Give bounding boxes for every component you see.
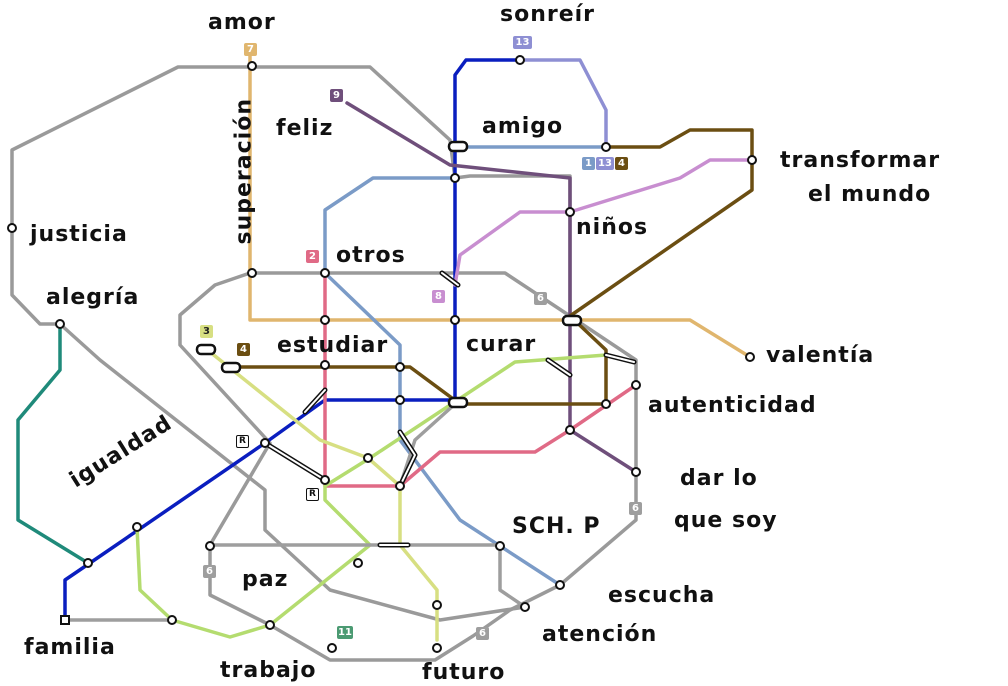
station-familia-e[interactable] <box>167 615 177 625</box>
line-1 <box>323 145 608 587</box>
label-valentia: valentía <box>766 343 875 368</box>
label-autenticidad: autenticidad <box>648 393 817 418</box>
line-badge-11: 11 <box>337 626 353 639</box>
line-badge-r1: R <box>236 435 249 448</box>
station-trabajo[interactable] <box>327 643 337 653</box>
line-badge-7: 7 <box>244 43 257 56</box>
line-gray-left <box>10 226 527 622</box>
line-13 <box>518 58 608 148</box>
station-escucha[interactable] <box>555 580 565 590</box>
station-feliz-junction[interactable] <box>450 173 460 183</box>
station-otros[interactable] <box>320 268 330 278</box>
station-sonreir[interactable] <box>515 55 525 65</box>
station-futuro[interactable] <box>432 643 442 653</box>
line-badge-9: 9 <box>330 89 343 102</box>
label-sch-p: SCH. P <box>512 514 601 539</box>
station-igualdad[interactable] <box>132 522 142 532</box>
line-badge-8: 8 <box>432 290 445 303</box>
label-que-soy: que soy <box>674 508 778 533</box>
line-gray-outer <box>10 65 638 662</box>
label-superacion: superación <box>231 98 257 245</box>
line-badge-4b: 4 <box>237 343 250 356</box>
label-dar-lo: dar lo <box>680 466 758 491</box>
label-sonreir: sonreír <box>500 2 596 27</box>
station-dar-lo[interactable] <box>631 467 641 477</box>
station-ninos-south[interactable] <box>565 425 575 435</box>
line-9 <box>345 101 638 474</box>
interchange-curar[interactable] <box>561 314 583 327</box>
line-badge-6b: 6 <box>629 502 642 515</box>
label-el-mundo: el mundo <box>808 182 932 207</box>
interchange-estudiar[interactable] <box>447 396 469 409</box>
label-futuro: futuro <box>422 660 506 685</box>
line-2 <box>323 271 638 488</box>
station-justicia[interactable] <box>7 223 17 233</box>
interchange-3[interactable] <box>195 343 217 356</box>
label-alegria: alegría <box>46 285 140 310</box>
line-badge-6d: 6 <box>476 627 489 640</box>
station-familia[interactable] <box>60 615 70 625</box>
station-autenticidad[interactable] <box>601 399 611 409</box>
station-igualdad-r[interactable] <box>260 438 270 448</box>
station-paz-w[interactable] <box>205 541 215 551</box>
station-amor[interactable] <box>247 61 257 71</box>
label-trabajo: trabajo <box>220 658 317 683</box>
line-badge-1: 1 <box>582 157 595 170</box>
station-paz-mid[interactable] <box>353 558 363 568</box>
interchange-4[interactable] <box>220 361 242 374</box>
label-feliz: feliz <box>276 116 334 141</box>
line-badge-13: 13 <box>513 36 532 49</box>
station-transformar[interactable] <box>747 155 757 165</box>
line-badge-2: 2 <box>306 250 319 263</box>
line-badge-4: 4 <box>615 157 628 170</box>
station-estudiar-a[interactable] <box>320 360 330 370</box>
label-escucha: escucha <box>608 583 716 608</box>
station-blue-mid[interactable] <box>395 395 405 405</box>
label-amor: amor <box>208 10 276 35</box>
station-r2[interactable] <box>320 475 330 485</box>
line-badge-3: 3 <box>200 325 213 338</box>
station-alegria[interactable] <box>55 319 65 329</box>
line-badge-r2: R <box>306 488 319 501</box>
label-ninos: niños <box>576 215 649 240</box>
station-atencion[interactable] <box>520 602 530 612</box>
interchange-amigo[interactable] <box>447 140 469 153</box>
station-futuro-n[interactable] <box>432 600 442 610</box>
transfer-inner <box>264 272 635 546</box>
label-curar: curar <box>466 332 537 357</box>
station-valentia[interactable] <box>745 352 755 362</box>
station-sch-p[interactable] <box>395 481 405 491</box>
line-green <box>135 353 608 639</box>
line-6 <box>63 402 527 622</box>
station-center[interactable] <box>363 453 373 463</box>
line-badge-13b: 13 <box>596 157 614 170</box>
station-superacion[interactable] <box>247 268 257 278</box>
line-11 <box>16 323 90 565</box>
label-familia: familia <box>24 635 116 660</box>
label-amigo: amigo <box>482 114 564 139</box>
label-transformar: transformar <box>780 148 941 173</box>
line-badge-6c: 6 <box>203 565 216 578</box>
station-trabajo-w[interactable] <box>265 620 275 630</box>
station-estudiar-b[interactable] <box>395 362 405 372</box>
station-amigo[interactable] <box>601 142 611 152</box>
station-curar-b[interactable] <box>631 380 641 390</box>
label-atencion: atención <box>542 622 658 647</box>
line-blue <box>63 58 524 622</box>
label-justicia: justicia <box>30 222 128 247</box>
label-estudiar: estudiar <box>277 333 389 358</box>
station-paz-e[interactable] <box>495 541 505 551</box>
station-igualdad-b[interactable] <box>83 558 93 568</box>
label-paz: paz <box>242 567 289 592</box>
station-otros-south[interactable] <box>320 315 330 325</box>
label-otros: otros <box>336 243 406 268</box>
station-ninos[interactable] <box>565 207 575 217</box>
station-curar[interactable] <box>450 315 460 325</box>
line-7 <box>248 50 752 359</box>
line-badge-6a: 6 <box>534 292 547 305</box>
